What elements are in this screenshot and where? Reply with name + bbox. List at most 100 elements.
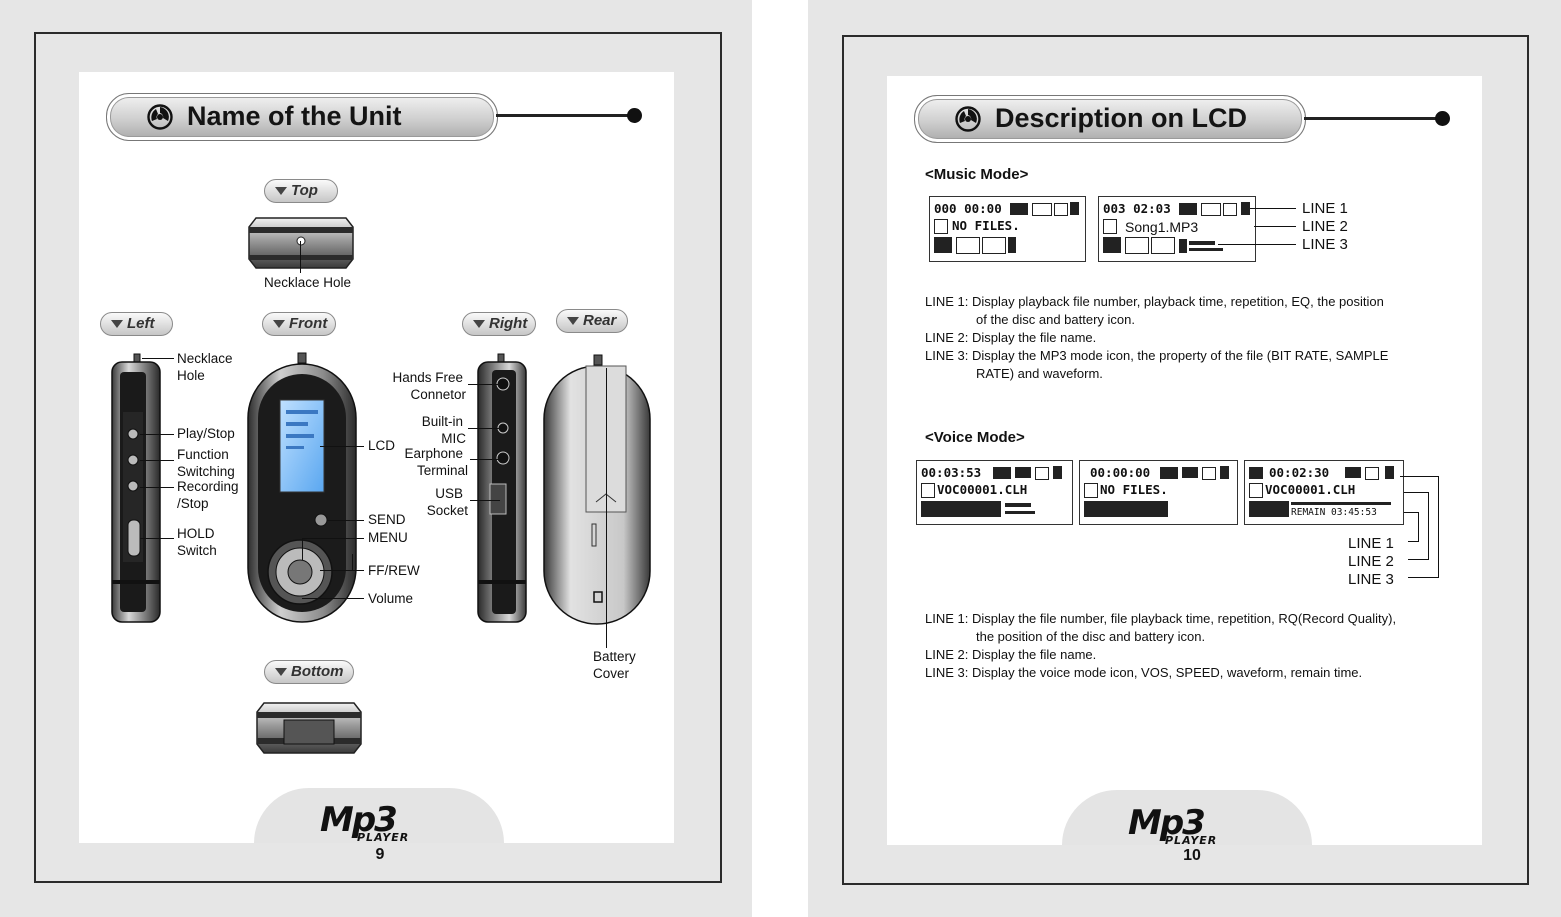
title-rule xyxy=(496,114,634,117)
label-hold: HOLD xyxy=(177,526,215,541)
mp3-logo: Mp3 xyxy=(1128,803,1206,843)
label-send: SEND xyxy=(368,512,406,527)
page-number: 9 xyxy=(375,846,385,863)
tag-top: Top xyxy=(264,179,338,203)
label-rec-stop: /Stop xyxy=(177,496,209,511)
note-icon xyxy=(1084,483,1098,498)
music-lcd-no-files: 000 00:00 NO FILES. xyxy=(929,196,1086,262)
voice-mode-icon xyxy=(921,501,1001,517)
rear-view-illustration xyxy=(543,354,651,625)
rec-icon xyxy=(1249,467,1263,479)
music-desc-1: LINE 1: Display playback file number, pl… xyxy=(925,294,1384,309)
battery-icon xyxy=(1385,466,1394,479)
rq-icon xyxy=(1015,467,1031,478)
label-top-necklace-hole: Necklace Hole xyxy=(264,275,352,290)
voice-line2-label: LINE 2 xyxy=(1348,553,1394,570)
repeat-icon xyxy=(993,467,1011,479)
tag-bottom: Bottom xyxy=(264,660,354,684)
label-switching: Switching xyxy=(177,464,235,479)
label-play-stop: Play/Stop xyxy=(177,426,235,441)
voice-line1-label: LINE 1 xyxy=(1348,535,1394,552)
waveform-bar xyxy=(1005,503,1031,507)
label-usb: USB xyxy=(435,486,463,501)
tag-left: Left xyxy=(100,312,173,336)
page-title: Description on LCD xyxy=(995,103,1248,133)
label-left-necklace: Necklace xyxy=(177,351,233,366)
disc-icon xyxy=(955,106,981,132)
note-icon xyxy=(1249,483,1263,498)
left-view-illustration xyxy=(111,353,161,623)
tag-front: Front xyxy=(262,312,336,336)
label-connector: Connetor xyxy=(410,387,466,402)
music-desc-3: LINE 2: Display the file name. xyxy=(925,330,1097,345)
mp3-logo-player: PLAYER xyxy=(357,831,410,844)
label-cover: Cover xyxy=(593,666,630,681)
title-rule-dot xyxy=(627,108,642,123)
voice-line3-label: LINE 3 xyxy=(1348,571,1394,588)
tag-rear: Rear xyxy=(556,309,628,333)
voice-mode-icon xyxy=(1249,501,1289,517)
title-rule xyxy=(1304,117,1442,120)
left-title-banner: Name of the Unit xyxy=(106,93,498,141)
voice-lcd-3: 00:02:30 VOC00001.CLH REMAIN 03:45:53 xyxy=(1244,460,1404,525)
waveform-bar xyxy=(1189,248,1223,251)
left-footer-arc xyxy=(254,788,504,843)
label-earphone: Earphone xyxy=(404,446,463,461)
right-view-illustration xyxy=(477,353,527,623)
label-socket: Socket xyxy=(426,503,468,518)
note-icon xyxy=(1103,219,1117,234)
battery-icon xyxy=(1220,466,1229,479)
disc-icon xyxy=(147,104,173,130)
samplerate-icon xyxy=(1151,237,1175,254)
mp3-mode-icon xyxy=(1103,237,1121,253)
label-terminal: Terminal xyxy=(416,463,468,478)
battery-icon xyxy=(1241,202,1250,215)
disc-position-icon xyxy=(1202,467,1216,480)
label-builtin: Built-in xyxy=(421,414,463,429)
label-switch: Switch xyxy=(177,543,217,558)
mp3-logo-player: PLAYER xyxy=(1165,834,1218,847)
bitrate-icon xyxy=(956,237,980,254)
label-hands-free: Hands Free xyxy=(392,370,463,385)
disc-position-icon xyxy=(1054,203,1068,216)
music-desc-5: RATE) and waveform. xyxy=(976,366,1103,381)
title-rule-dot xyxy=(1435,111,1450,126)
label-battery: Battery xyxy=(593,649,636,664)
waveform-bar xyxy=(1005,511,1035,514)
voice-desc-3: LINE 2: Display the file name. xyxy=(925,647,1097,662)
samplerate-icon xyxy=(982,237,1006,254)
note-icon xyxy=(921,483,935,498)
label-ff-rew: FF/REW xyxy=(368,563,420,578)
music-mode-heading: <Music Mode> xyxy=(925,166,1029,183)
disc-position-icon xyxy=(1365,467,1379,480)
battery-icon xyxy=(1070,202,1079,215)
right-title-banner: Description on LCD xyxy=(914,95,1306,143)
top-view-illustration xyxy=(248,217,354,269)
label-menu: MENU xyxy=(368,530,408,545)
music-desc-4: LINE 3: Display the MP3 mode icon, the p… xyxy=(925,348,1389,363)
voice-mode-heading: <Voice Mode> xyxy=(925,429,1025,446)
front-view-illustration xyxy=(247,352,357,623)
repeat-icon xyxy=(1010,203,1028,215)
page-title: Name of the Unit xyxy=(187,101,402,131)
waveform-icon xyxy=(1179,239,1187,253)
repeat-icon xyxy=(1179,203,1197,215)
tag-right: Right xyxy=(462,312,536,336)
page-number: 10 xyxy=(1183,847,1201,864)
voice-desc-4: LINE 3: Display the voice mode icon, VOS… xyxy=(925,665,1363,680)
rq-icon xyxy=(1345,467,1361,478)
label-volume: Volume xyxy=(368,591,414,606)
eq-icon xyxy=(1032,203,1052,216)
mp3-logo: Mp3 xyxy=(320,800,398,840)
voice-lcd-1: 00:03:53 VOC00001.CLH xyxy=(916,460,1073,525)
battery-icon xyxy=(1053,466,1062,479)
waveform-icon xyxy=(1008,237,1016,253)
music-line1-label: LINE 1 xyxy=(1302,200,1348,217)
bitrate-icon xyxy=(1125,237,1149,254)
label-recording: Recording xyxy=(177,479,239,494)
eq-icon xyxy=(1201,203,1221,216)
label-left-hole: Hole xyxy=(177,368,205,383)
label-lcd: LCD xyxy=(368,438,396,453)
mp3-mode-icon xyxy=(934,237,952,253)
note-icon xyxy=(934,219,948,234)
